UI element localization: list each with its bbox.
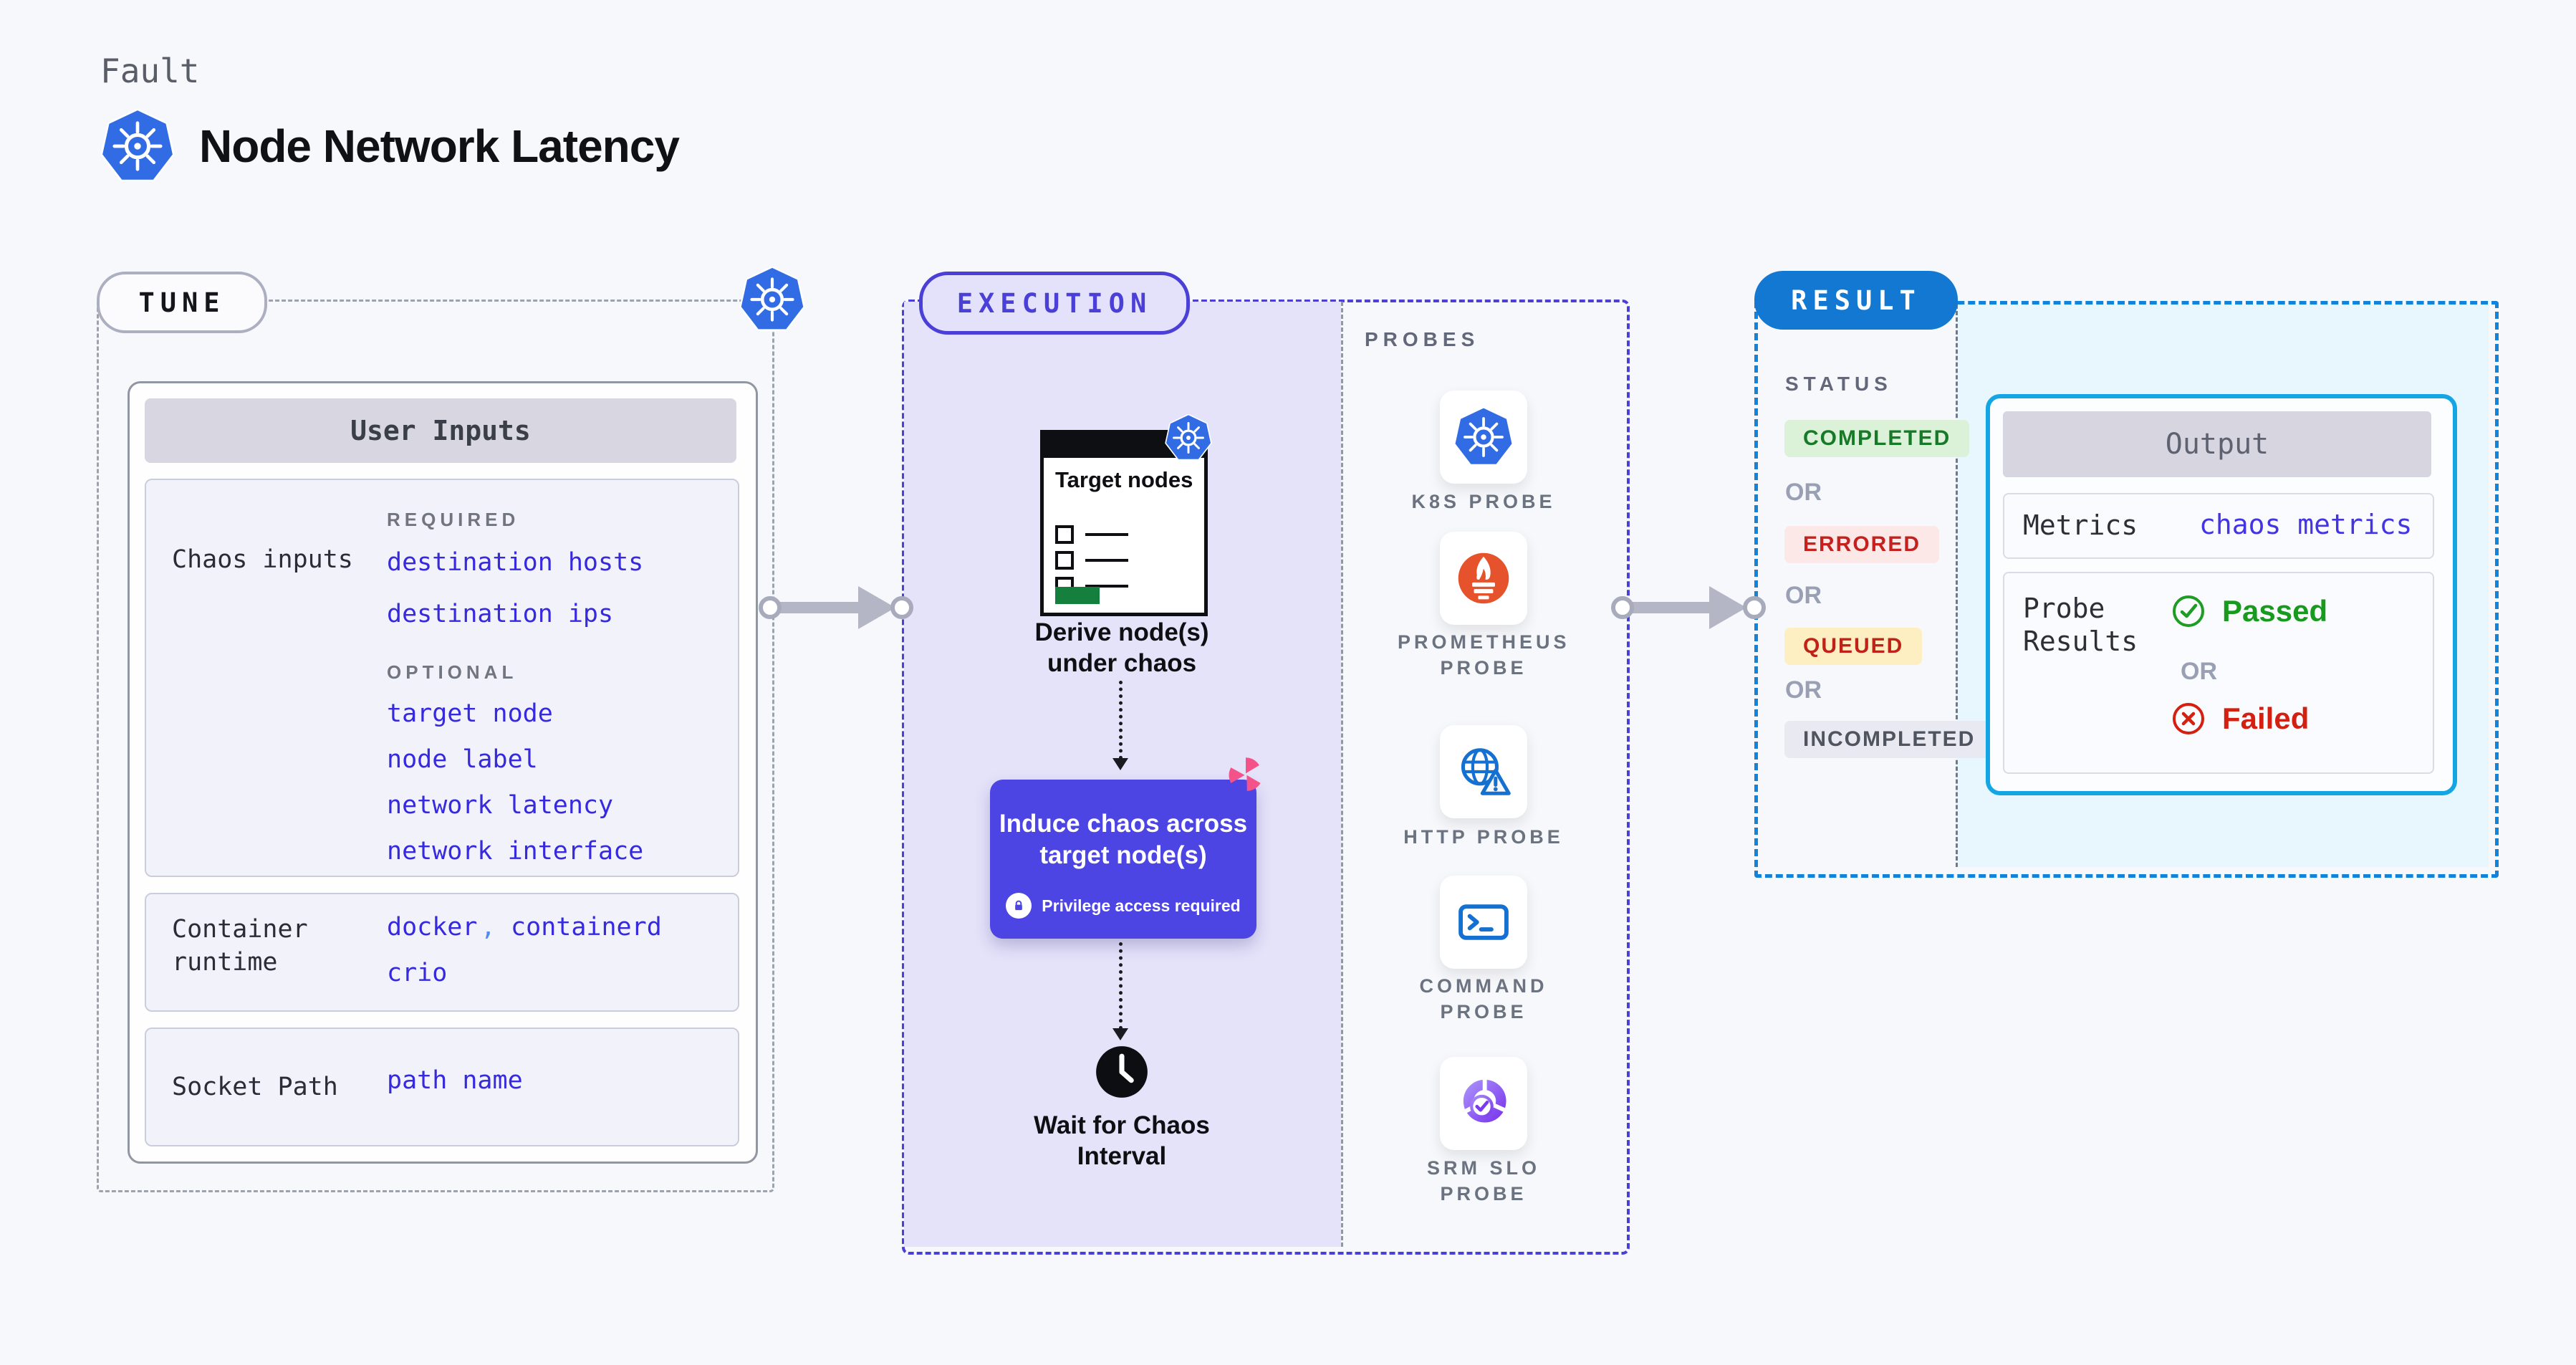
runtime-separator: , — [480, 913, 496, 942]
chaos-metrics-link[interactable]: chaos metrics — [2199, 509, 2413, 540]
required-heading: REQUIRED — [387, 509, 520, 530]
checkbox-row — [1055, 551, 1128, 570]
metrics-label: Metrics — [2023, 509, 2138, 541]
kubernetes-icon — [1165, 414, 1212, 461]
induce-chaos-label: Induce chaos across target node(s) — [999, 810, 1248, 869]
connector-dot — [1611, 596, 1634, 619]
link-network-latency[interactable]: network latency — [387, 791, 614, 820]
socket-path-label: Socket Path — [172, 1073, 338, 1101]
probe-results-row: Probe Results Passed OR Failed — [2003, 572, 2434, 774]
status-badge-completed: COMPLETED — [1784, 420, 1970, 457]
link-docker[interactable]: docker — [387, 913, 478, 942]
probe-results-label: Probe Results — [2023, 593, 2138, 657]
wait-step-label: Wait for Chaos Interval — [1034, 1111, 1210, 1170]
link-destination-ips[interactable]: destination ips — [387, 600, 614, 628]
target-nodes-illustration: Target nodes — [1040, 430, 1208, 616]
or-label: OR — [2181, 658, 2217, 685]
privilege-note: Privilege access required — [990, 893, 1256, 919]
link-node-label[interactable]: node label — [387, 745, 538, 774]
execution-section-box — [902, 300, 1630, 1255]
kubernetes-icon — [739, 267, 805, 332]
chaos-inputs-label: Chaos inputs — [172, 545, 353, 574]
flow-dotted-line — [1119, 681, 1123, 760]
link-containerd[interactable]: containerd — [511, 913, 662, 942]
probe-label: HTTP PROBE — [1403, 826, 1564, 848]
page-header: Node Network Latency — [100, 109, 680, 183]
derive-step-label: Derive node(s) under chaos — [1034, 618, 1209, 677]
or-label: OR — [1785, 582, 1822, 609]
page-title: Node Network Latency — [199, 120, 680, 172]
x-circle-icon — [2171, 701, 2206, 737]
http-globe-warning-icon — [1453, 742, 1514, 802]
link-network-interface[interactable]: network interface — [387, 837, 644, 866]
container-runtime-label: Container runtime — [172, 915, 308, 977]
induce-chaos-box: Induce chaos across target node(s) Privi… — [990, 780, 1256, 939]
result-section-pill: RESULT — [1754, 271, 1958, 330]
or-label: OR — [1785, 479, 1822, 506]
green-bar — [1055, 587, 1100, 604]
metrics-row: Metrics chaos metrics — [2003, 493, 2434, 559]
probe-card-srm-slo — [1440, 1057, 1527, 1150]
probe-card-command — [1440, 876, 1527, 969]
probe-card-k8s — [1440, 391, 1527, 484]
link-destination-hosts[interactable]: destination hosts — [387, 548, 644, 577]
socket-path-row: Socket Path path name — [145, 1028, 739, 1146]
check-circle-icon — [2171, 593, 2206, 629]
kubernetes-icon — [1453, 407, 1514, 467]
probe-label: PROMETHEUS PROBE — [1398, 631, 1570, 679]
probe-card-prometheus — [1440, 532, 1527, 625]
tune-section-box — [97, 300, 774, 1192]
kubernetes-icon — [100, 109, 175, 183]
arrow-head — [858, 586, 895, 629]
probe-card-http — [1440, 725, 1527, 818]
flow-dotted-line — [1119, 942, 1123, 1030]
flow-arrow-head — [1112, 1028, 1128, 1040]
connector-dot — [1743, 596, 1766, 619]
lock-icon — [1006, 893, 1032, 919]
probe-label: COMMAND PROBE — [1419, 975, 1548, 1022]
chaos-pinwheel-icon — [1226, 755, 1265, 794]
fault-kicker: Fault — [100, 52, 200, 90]
status-badge-incompleted: INCOMPLETED — [1784, 721, 1994, 758]
chaos-inputs-row: Chaos inputs REQUIRED destination hosts … — [145, 479, 739, 877]
result-separator — [1956, 305, 1958, 867]
checkbox-row — [1055, 525, 1128, 544]
probe-label: SRM SLO PROBE — [1426, 1157, 1540, 1204]
execution-to-result-arrow — [1631, 602, 1716, 613]
tune-section-pill: TUNE — [97, 272, 267, 333]
terminal-icon — [1453, 892, 1514, 952]
probes-heading: PROBES — [1365, 328, 1480, 350]
connector-dot — [890, 596, 913, 619]
target-nodes-title: Target nodes — [1055, 467, 1193, 492]
flow-arrow-head — [1112, 758, 1128, 770]
link-target-node[interactable]: target node — [387, 699, 553, 728]
user-inputs-title: User Inputs — [145, 398, 736, 463]
arrow-head — [1709, 586, 1746, 629]
passed-verdict: Passed — [2171, 593, 2327, 629]
container-runtime-row: Container runtime docker , containerd cr… — [145, 893, 739, 1012]
status-heading: STATUS — [1785, 373, 1893, 395]
result-section-box — [1754, 301, 2499, 878]
failed-verdict: Failed — [2171, 701, 2309, 737]
link-path-name[interactable]: path name — [387, 1066, 523, 1095]
execution-section-pill: EXECUTION — [919, 272, 1190, 335]
link-crio[interactable]: crio — [387, 959, 448, 987]
clock-icon — [1094, 1044, 1150, 1100]
connector-dot — [759, 596, 782, 619]
optional-heading: OPTIONAL — [387, 661, 518, 683]
prometheus-icon — [1453, 548, 1514, 608]
slo-donut-check-icon — [1453, 1073, 1514, 1134]
or-label: OR — [1785, 676, 1822, 704]
status-badge-queued: QUEUED — [1784, 628, 1923, 665]
tune-to-execution-arrow — [777, 602, 865, 613]
output-title: Output — [2003, 411, 2431, 477]
probe-label: K8S PROBE — [1411, 491, 1556, 512]
status-badge-errored: ERRORED — [1784, 526, 1940, 563]
probes-separator — [1341, 302, 1343, 1247]
